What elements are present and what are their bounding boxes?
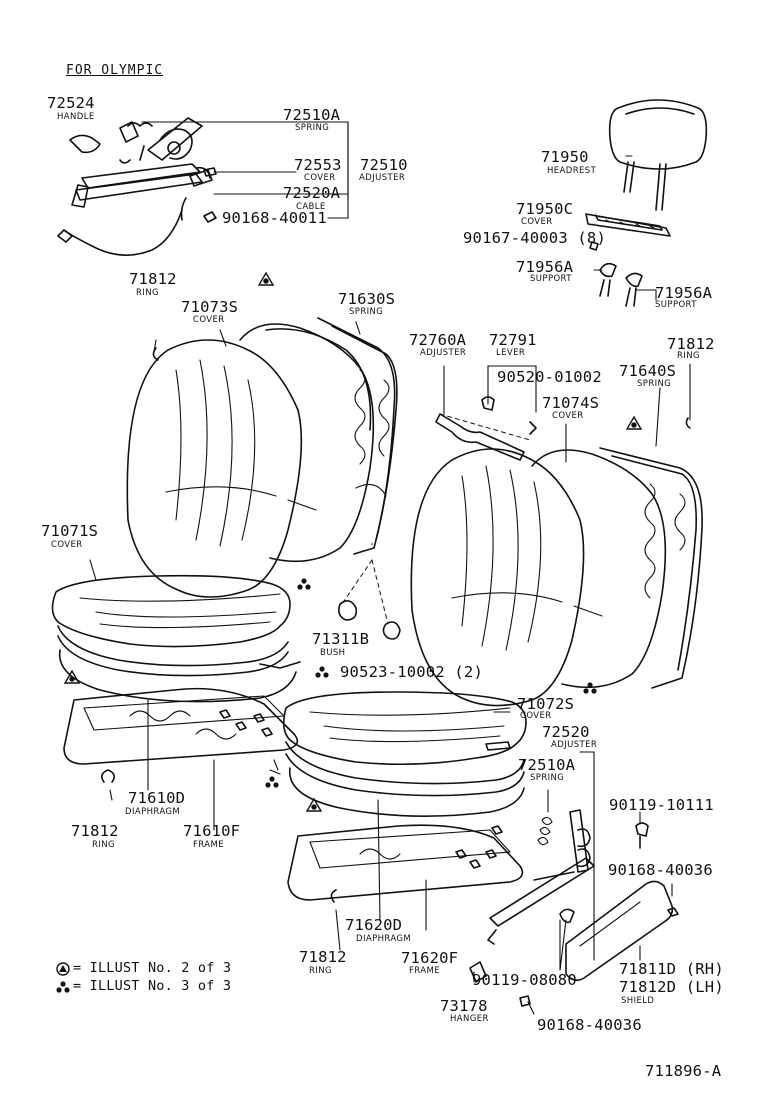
part-number-71071s: 71071S bbox=[41, 522, 99, 540]
right-seat-cushion bbox=[269, 691, 527, 901]
part-desc-71073s: COVER bbox=[193, 315, 225, 325]
part-desc-71630s: SPRING bbox=[349, 307, 384, 317]
part-desc-72510a-bottom: SPRING bbox=[530, 773, 565, 783]
part-number-71956a-2: 71956A bbox=[655, 284, 713, 302]
part-desc-72760a: ADJUSTER bbox=[420, 348, 467, 358]
part-number-71610d: 71610D bbox=[128, 789, 186, 807]
part-number-90119-10111: 90119-10111 bbox=[609, 796, 714, 814]
part-desc-71956a-1: SUPPORT bbox=[530, 274, 572, 284]
leader-lines-bottom-right bbox=[473, 811, 673, 1015]
part-desc-71071s: COVER bbox=[51, 540, 83, 550]
part-number-71072s: 71072S bbox=[517, 695, 575, 713]
part-number-71630s: 71630S bbox=[338, 290, 396, 308]
part-number-71812-a: 71812 bbox=[129, 270, 177, 288]
part-desc-71640s: SPRING bbox=[637, 379, 672, 389]
part-number-72760a: 72760A bbox=[409, 331, 467, 349]
dashed-connectors bbox=[341, 413, 531, 625]
part-desc-71074s: COVER bbox=[552, 411, 584, 421]
legend-illust-3: = ILLUST No. 3 of 3 bbox=[73, 978, 232, 994]
part-desc-71610f: FRAME bbox=[193, 840, 224, 850]
part-number-72510a-top: 72510A bbox=[283, 106, 341, 124]
middle-small-parts bbox=[152, 347, 691, 903]
part-number-72791: 72791 bbox=[489, 331, 537, 349]
leader-lines-right-seat bbox=[335, 363, 691, 971]
part-desc-shield: SHIELD bbox=[621, 996, 655, 1006]
part-number-90168-40011: 90168-40011 bbox=[222, 209, 327, 227]
leader-lines-headrest bbox=[593, 155, 657, 301]
seat-adjuster-assembly bbox=[57, 117, 217, 256]
part-number-90168-40036-b: 90168-40036 bbox=[537, 1016, 642, 1034]
part-number-71812-b: 71812 bbox=[667, 335, 715, 353]
leader-lines-top-left bbox=[141, 121, 349, 219]
part-number-71620f: 71620F bbox=[401, 949, 459, 967]
part-number-71811d: 71811D (RH) bbox=[619, 960, 724, 978]
header-title: FOR OLYMPIC bbox=[66, 63, 164, 78]
part-number-71311b: 71311B bbox=[312, 630, 370, 648]
part-desc-71956a-2: SUPPORT bbox=[655, 300, 697, 310]
part-number-71956a-1: 71956A bbox=[516, 258, 574, 276]
part-desc-71812-a: RING bbox=[136, 288, 159, 298]
diagram-id: 711896-A bbox=[645, 1062, 722, 1080]
part-number-72520a: 72520A bbox=[283, 184, 341, 202]
part-desc-71950: HEADREST bbox=[547, 166, 597, 176]
left-seat-back bbox=[126, 317, 398, 598]
part-number-71620d: 71620D bbox=[345, 916, 403, 934]
part-number-72553: 72553 bbox=[294, 156, 342, 174]
illust-2-markers bbox=[63, 271, 643, 812]
headrest bbox=[585, 99, 708, 307]
part-number-90168-40036-a: 90168-40036 bbox=[608, 861, 713, 879]
part-desc-71812-d: RING bbox=[309, 966, 332, 976]
leader-lines-left-seat bbox=[89, 321, 361, 831]
part-number-90167-40003: 90167-40003 (8) bbox=[463, 229, 606, 247]
legend-symbols bbox=[56, 962, 70, 993]
part-number-72524: 72524 bbox=[47, 94, 95, 112]
part-number-73178: 73178 bbox=[440, 997, 488, 1015]
left-seat-cushion bbox=[51, 574, 301, 783]
part-number-90119-08080: 90119-08080 bbox=[472, 971, 577, 989]
part-number-71073s: 71073S bbox=[181, 298, 239, 316]
part-number-90520-01002: 90520-01002 bbox=[497, 368, 602, 386]
illust-3-markers bbox=[265, 578, 597, 788]
part-desc-72791: LEVER bbox=[496, 348, 526, 358]
part-desc-71620f: FRAME bbox=[409, 966, 440, 976]
part-number-71074s: 71074S bbox=[542, 394, 600, 412]
part-number-72520: 72520 bbox=[542, 723, 590, 741]
part-desc-71610d: DIAPHRAGM bbox=[125, 807, 181, 817]
part-desc-71812-c: RING bbox=[92, 840, 115, 850]
part-desc-71950c: COVER bbox=[521, 217, 553, 227]
part-desc-72553: COVER bbox=[304, 173, 336, 183]
part-desc-73178: HANGER bbox=[450, 1014, 489, 1024]
part-number-71950c: 71950C bbox=[516, 200, 574, 218]
part-desc-72520a: CABLE bbox=[296, 202, 326, 212]
part-desc-71072s: COVER bbox=[520, 711, 552, 721]
part-desc-72510a-top: SPRING bbox=[295, 123, 330, 133]
part-desc-71311b: BUSH bbox=[320, 648, 346, 658]
part-desc-72520: ADJUSTER bbox=[551, 740, 598, 750]
right-seat-back bbox=[410, 447, 703, 707]
part-number-71610f: 71610F bbox=[183, 822, 241, 840]
part-desc-71620d: DIAPHRAGM bbox=[356, 934, 412, 944]
part-desc-72510: ADJUSTER bbox=[359, 173, 406, 183]
part-number-71950: 71950 bbox=[541, 148, 589, 166]
part-number-72510: 72510 bbox=[360, 156, 408, 174]
part-number-71812-d: 71812 bbox=[299, 948, 347, 966]
part-number-71640s: 71640S bbox=[619, 362, 677, 380]
legend-illust-2: = ILLUST No. 2 of 3 bbox=[73, 960, 232, 976]
part-desc-72524: HANDLE bbox=[57, 112, 95, 122]
part-number-90523-10002: 90523-10002 (2) bbox=[340, 663, 483, 681]
part-number-71812-c: 71812 bbox=[71, 822, 119, 840]
right-adjuster-assembly bbox=[469, 809, 679, 1007]
part-desc-71812-b: RING bbox=[677, 351, 700, 361]
part-number-71812d: 71812D (LH) bbox=[619, 978, 724, 996]
part-number-72510a-bottom: 72510A bbox=[518, 756, 576, 774]
